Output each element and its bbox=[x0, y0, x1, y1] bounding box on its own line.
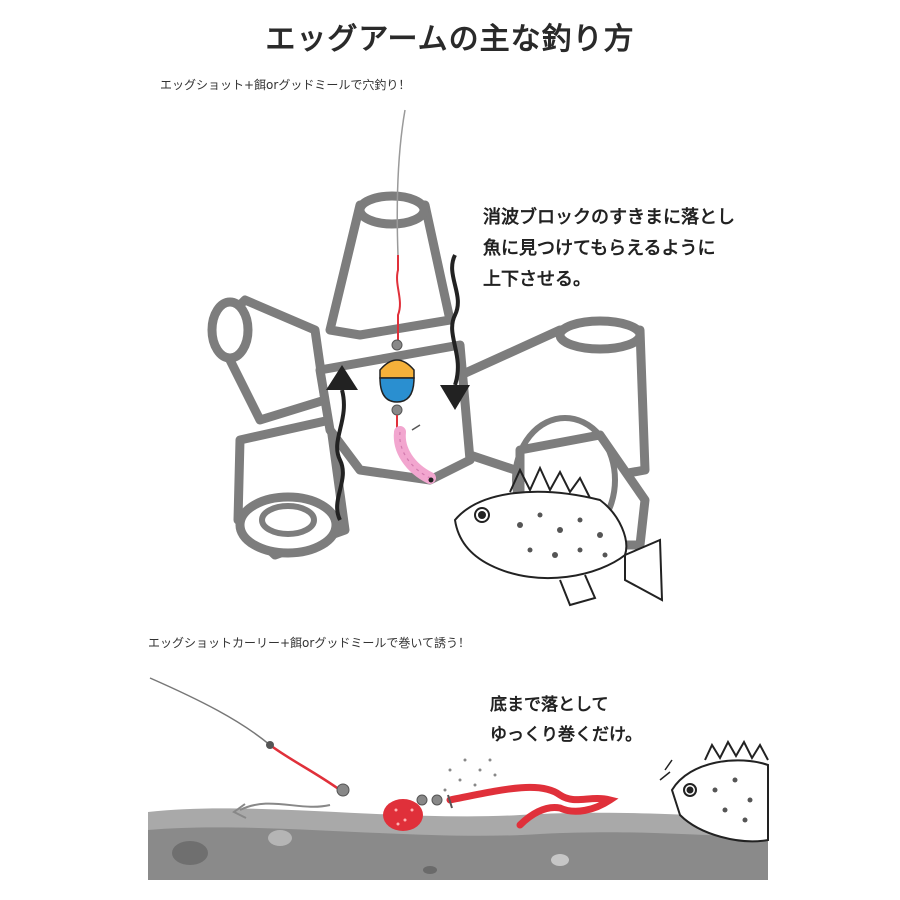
egg-sinker-icon bbox=[383, 794, 443, 831]
rockfish-icon bbox=[659, 739, 769, 843]
fishing-line bbox=[396, 109, 406, 256]
up-arrow-icon bbox=[326, 365, 358, 521]
retrieve-arrow-icon bbox=[232, 802, 331, 819]
section2-note: 底まで落として ゆっくり巻くだけ。 bbox=[490, 690, 642, 750]
leader-line-2 bbox=[269, 743, 341, 792]
section1-note: 消波ブロックのすきまに落とし 魚に見つけてもらえるように 上下させる。 bbox=[483, 202, 735, 295]
section1-note-line-1: 消波ブロックのすきまに落とし bbox=[483, 207, 735, 228]
section2-caption: エッグショットカーリー+餌orグッドミールで巻いて誘う！ bbox=[148, 636, 470, 650]
seabed bbox=[148, 808, 768, 880]
section2-note-line-2: ゆっくり巻くだけ。 bbox=[490, 725, 643, 745]
egg-sinker-icon bbox=[379, 339, 415, 430]
rockfish-icon bbox=[453, 465, 664, 607]
page-title: エッグアームの主な釣り方 bbox=[265, 22, 635, 57]
shrimp-bait-icon bbox=[393, 424, 436, 484]
leader-line bbox=[396, 255, 401, 345]
section1-note-line-2: 魚に見つけてもらえるように bbox=[483, 238, 716, 259]
down-arrow-icon bbox=[440, 254, 470, 410]
sand-particles bbox=[443, 758, 497, 792]
section1-note-line-3: 上下させる。 bbox=[483, 269, 591, 290]
section1-caption: エッグショット+餌orグッドミールで穴釣り！ bbox=[160, 78, 411, 92]
section2-note-line-1: 底まで落として bbox=[490, 695, 609, 715]
fishing-line-2 bbox=[149, 677, 271, 746]
curly-tail-worm-icon bbox=[446, 783, 619, 829]
